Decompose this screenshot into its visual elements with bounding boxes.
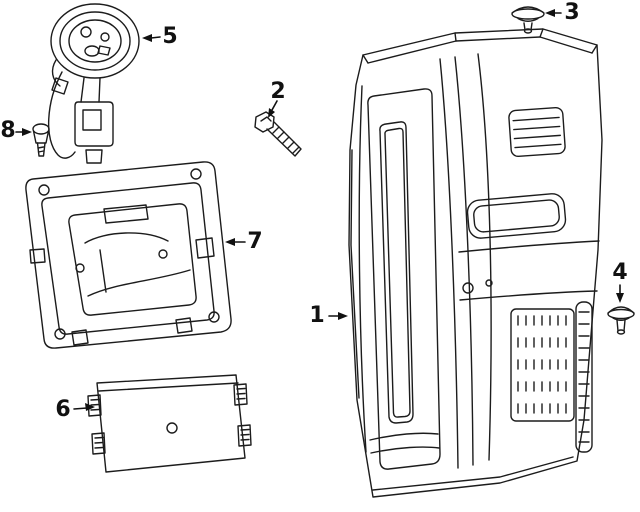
callout-1-label: 1 — [309, 303, 325, 328]
callout-8[interactable]: 8 — [0, 120, 15, 142]
callout-6[interactable]: 6 — [55, 399, 70, 421]
callout-5[interactable]: 5 — [162, 26, 177, 48]
push-nut-upper-drawing — [511, 6, 545, 34]
screw-drawing — [32, 123, 50, 157]
callout-2-label: 2 — [270, 79, 286, 104]
callout-7[interactable]: 7 — [247, 231, 262, 253]
bulb-socket-drawing — [48, 3, 140, 164]
tail-lamp-assembly-drawing — [348, 28, 603, 498]
callout-4[interactable]: 4 — [612, 262, 627, 284]
push-nut-side-drawing — [607, 306, 635, 335]
callout-1[interactable]: 1 — [309, 305, 324, 327]
callout-leaders — [15, 9, 624, 411]
callout-4-label: 4 — [612, 260, 628, 285]
housing-bracket-drawing — [25, 161, 232, 349]
callout-5-label: 5 — [162, 24, 178, 49]
callout-7-label: 7 — [247, 229, 263, 254]
bolt-drawing — [254, 111, 302, 157]
callout-6-label: 6 — [55, 397, 71, 422]
callout-3[interactable]: 3 — [564, 2, 579, 24]
callout-2[interactable]: 2 — [270, 81, 285, 103]
callout-8-label: 8 — [0, 118, 16, 143]
callout-3-label: 3 — [564, 0, 580, 25]
control-module-drawing — [87, 374, 252, 473]
